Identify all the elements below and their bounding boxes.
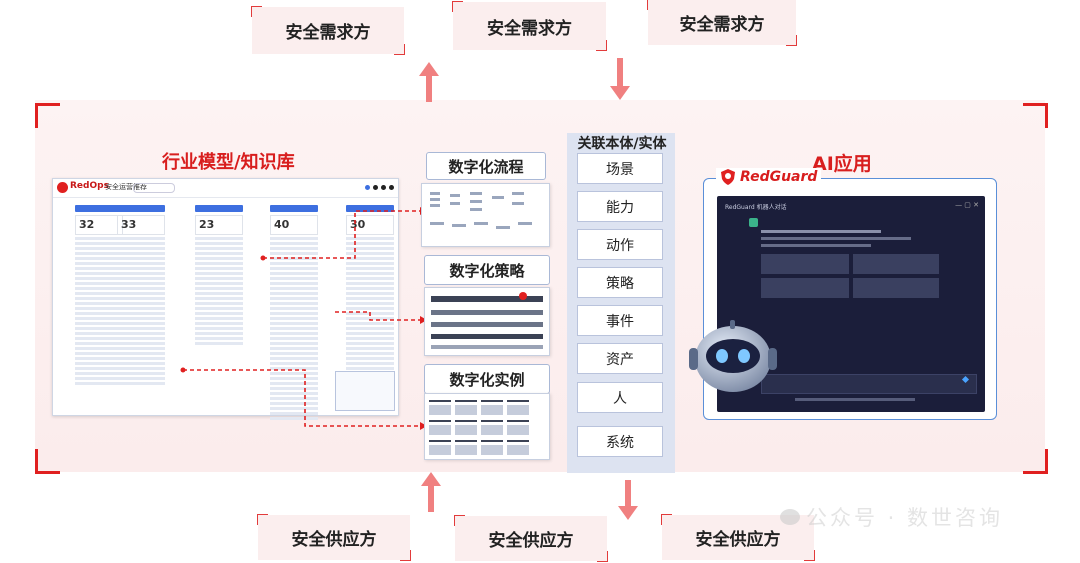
redguard-brand: RedGuard [716, 168, 822, 186]
suggestion-card[interactable] [853, 278, 939, 298]
ontology-item: 系统 [577, 426, 663, 457]
column-count: 33 [117, 215, 165, 235]
ontology-panel [567, 133, 675, 473]
mini-chart-thumbnail [335, 371, 395, 411]
ontology-title: 关联本体/实体 [577, 136, 667, 152]
demand-tag: 安全需求方 [452, 1, 607, 51]
down-arrow-icon [618, 480, 638, 520]
column-count: 23 [195, 215, 243, 235]
column-header [346, 205, 394, 212]
ontology-item: 场景 [577, 153, 663, 184]
robot-mascot-icon [689, 320, 777, 392]
wechat-icon [780, 509, 800, 525]
demand-tag: 安全需求方 [647, 0, 797, 46]
bot-avatar [749, 218, 758, 227]
message-line [761, 230, 881, 233]
footer-line [795, 398, 915, 401]
column-count: 30 [346, 215, 394, 235]
instance-thumbnail [424, 393, 550, 460]
dashboard-header: RedOps 安全运营推荐 [53, 179, 398, 198]
flow-diagram-icon [430, 192, 532, 229]
header-dot-icon [365, 185, 370, 190]
card-title: 数字化实例 [424, 364, 550, 394]
instance-table-icon [429, 400, 529, 455]
card-title: 数字化策略 [424, 255, 550, 285]
column-header [195, 205, 243, 212]
suggestion-card[interactable] [853, 254, 939, 274]
dashboard-screenshot: RedOps 安全运营推荐 32 33 23 40 30 [52, 178, 399, 420]
dashboard-column: 33 [117, 205, 165, 385]
column-header [270, 205, 318, 212]
ontology-item: 动作 [577, 229, 663, 260]
dashboard-column: 32 [75, 205, 123, 385]
ai-app-title: AI应用 [812, 153, 872, 175]
ontology-item: 事件 [577, 305, 663, 336]
up-arrow-icon [421, 472, 441, 512]
ontology-item: 能力 [577, 191, 663, 222]
column-header [117, 205, 165, 212]
corner-bracket [35, 103, 60, 128]
chat-window-title: RedGuard 机器人对话 [725, 204, 787, 211]
dashboard-search-input[interactable] [133, 183, 175, 193]
watermark-text: 公众号 · 数世咨询 [806, 506, 1004, 530]
dashboard-column: 23 [195, 205, 243, 345]
ontology-item: 人 [577, 382, 663, 413]
header-dot-icon [389, 185, 394, 190]
supply-tag: 安全供应方 [257, 514, 411, 561]
dashboard-logo: RedOps [70, 181, 109, 191]
header-dot-icon [373, 185, 378, 190]
header-dot-icon [381, 185, 386, 190]
supply-tag: 安全供应方 [454, 515, 608, 562]
ontology-item: 策略 [577, 267, 663, 298]
column-count: 40 [270, 215, 318, 235]
knowledge-base-title: 行业模型/知识库 [162, 152, 295, 173]
workflow-thumbnail [421, 183, 550, 247]
corner-bracket [1023, 103, 1048, 128]
dashboard-column: 30 [346, 205, 394, 395]
column-count: 32 [75, 215, 123, 235]
chat-input[interactable] [761, 374, 977, 394]
demand-tag: 安全需求方 [251, 6, 405, 55]
card-title: 数字化流程 [426, 152, 546, 180]
suggestion-card[interactable] [761, 278, 849, 298]
shield-icon [721, 169, 735, 185]
window-controls[interactable]: — ▢ ✕ [955, 201, 979, 209]
ontology-item: 资产 [577, 343, 663, 374]
column-header [75, 205, 123, 212]
watermark: 公众号 · 数世咨询 [780, 502, 1003, 532]
message-line [761, 244, 871, 247]
brand-name: RedGuard [740, 169, 818, 185]
dashboard-column: 40 [270, 205, 318, 420]
message-line [761, 237, 911, 240]
dashboard-app-title: 安全运营推荐 [105, 183, 147, 191]
up-arrow-icon [419, 62, 439, 102]
strategy-diagram-icon [431, 292, 543, 349]
suggestion-card[interactable] [761, 254, 849, 274]
down-arrow-icon [610, 58, 630, 100]
redops-logo-icon [57, 182, 68, 193]
strategy-thumbnail [424, 287, 550, 356]
corner-bracket [35, 449, 60, 474]
corner-bracket [1023, 449, 1048, 474]
